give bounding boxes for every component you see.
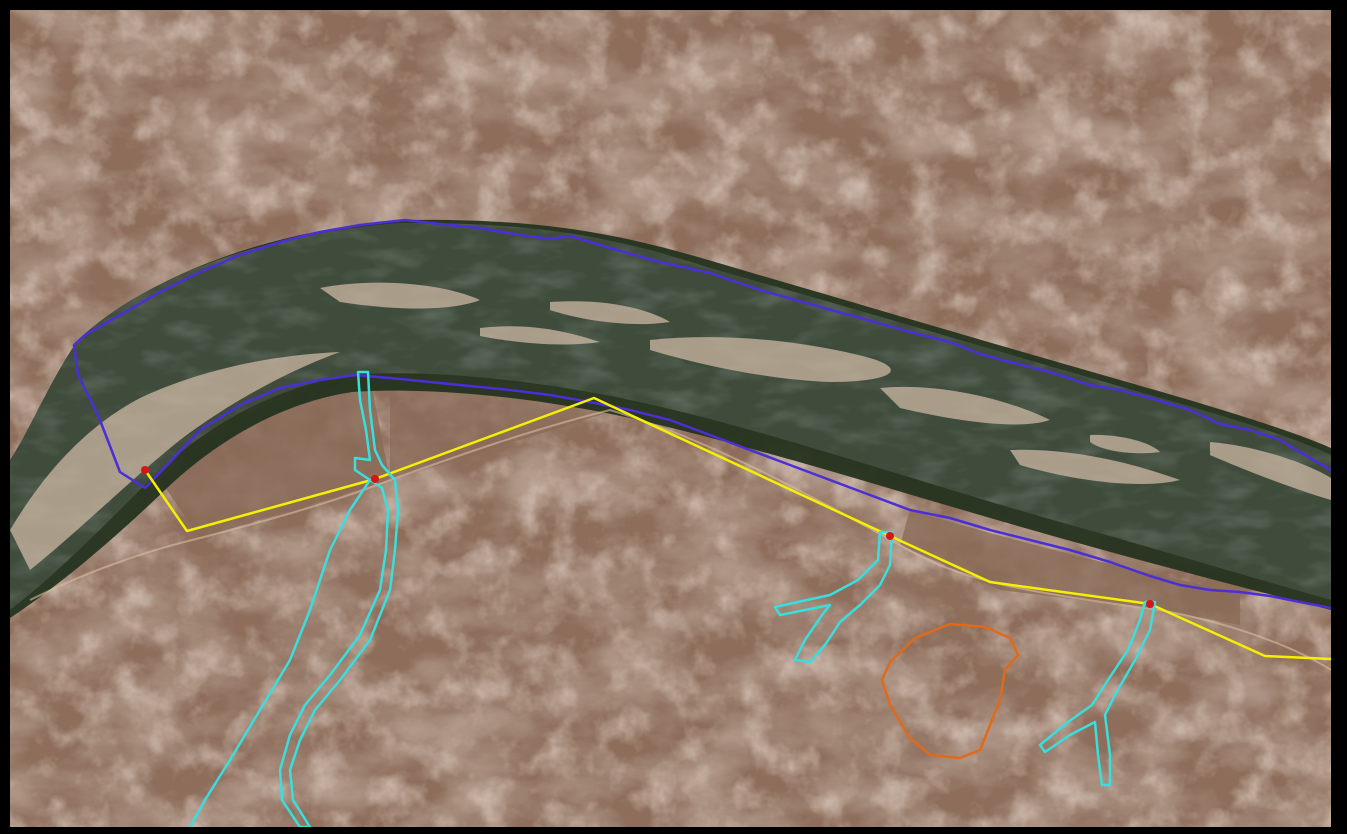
sandbar (550, 301, 670, 325)
sandbar (880, 386, 1050, 425)
sandbar (1210, 442, 1331, 500)
map-canvas[interactable] (10, 10, 1331, 827)
vertex-marker[interactable] (141, 466, 149, 474)
drainage-channel-west[interactable] (188, 479, 372, 827)
drainage-channel[interactable] (278, 370, 400, 827)
satellite-map[interactable] (10, 10, 1331, 827)
fields-west (160, 378, 390, 538)
drainage-channel[interactable] (1038, 600, 1157, 787)
vertex-marker[interactable] (371, 475, 379, 483)
area-outline[interactable] (880, 622, 1020, 760)
sandbar-west-beach (10, 352, 340, 570)
vertex-marker[interactable] (1146, 600, 1154, 608)
sandbar (1010, 449, 1180, 485)
sandbar (480, 326, 600, 345)
fields-middle (390, 380, 610, 480)
sandbar (320, 282, 480, 309)
vertex-marker[interactable] (886, 532, 894, 540)
river-boundary-south[interactable] (144, 373, 1331, 610)
fields-east (900, 510, 1240, 625)
drainage-channel[interactable] (773, 530, 894, 664)
sandbar (650, 337, 891, 382)
river-boundary-north[interactable] (72, 218, 1331, 490)
sandbar (1090, 434, 1160, 454)
